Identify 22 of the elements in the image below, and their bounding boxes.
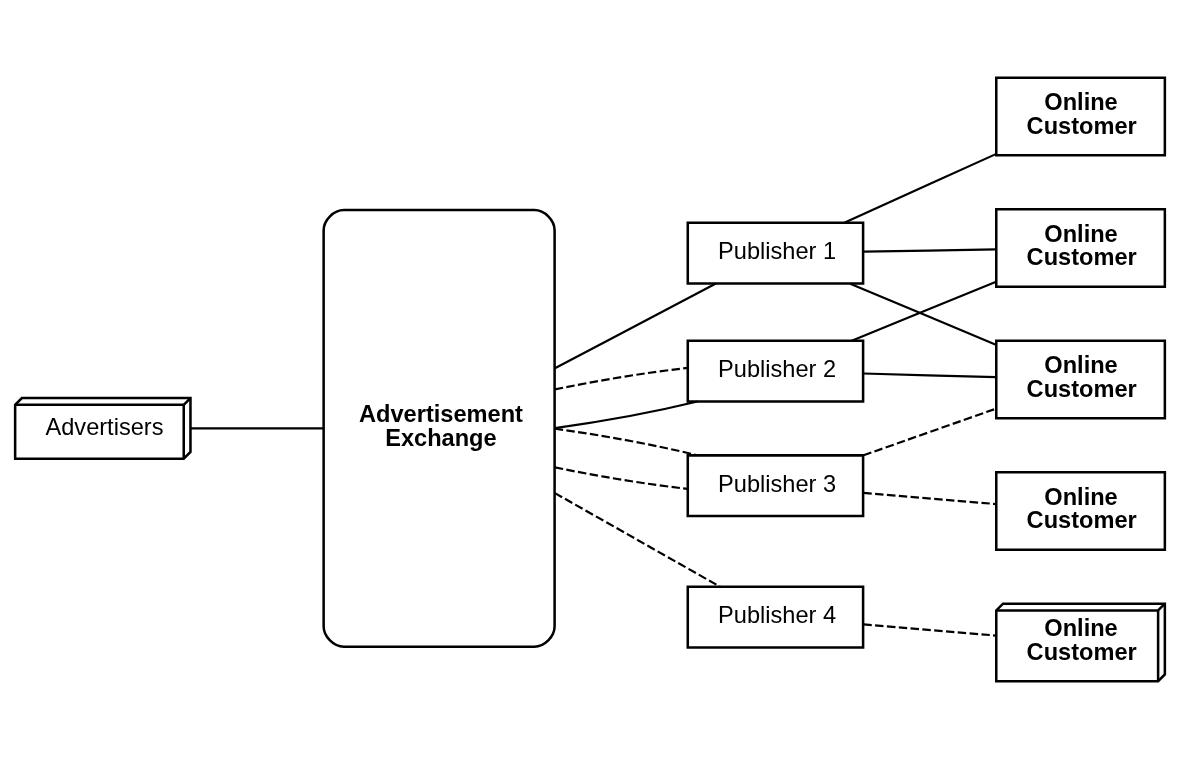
- node-box: Publisher 1: [686, 220, 865, 285]
- node-box: Publisher 3: [686, 453, 865, 517]
- connector: [554, 399, 698, 429]
- node-box: Online Customer: [995, 338, 1167, 420]
- connector: [844, 152, 997, 223]
- node-box: Publisher 4: [686, 585, 865, 649]
- node-box: Advertisement Exchange: [322, 208, 556, 648]
- node-box: Online Customer: [995, 207, 1167, 288]
- connector: [554, 491, 721, 588]
- node-box: Publisher 2: [686, 338, 865, 403]
- connector: [190, 426, 324, 429]
- connector: [554, 366, 688, 390]
- connector: [554, 282, 717, 369]
- connector: [863, 247, 997, 253]
- connector: [554, 427, 698, 456]
- connector: [863, 491, 997, 505]
- connector: [863, 407, 997, 456]
- connector: [863, 622, 997, 637]
- connector: [863, 371, 997, 378]
- connector: [554, 465, 688, 490]
- node-box: Online Customer: [995, 75, 1167, 157]
- node-box: Online Customer: [995, 470, 1167, 551]
